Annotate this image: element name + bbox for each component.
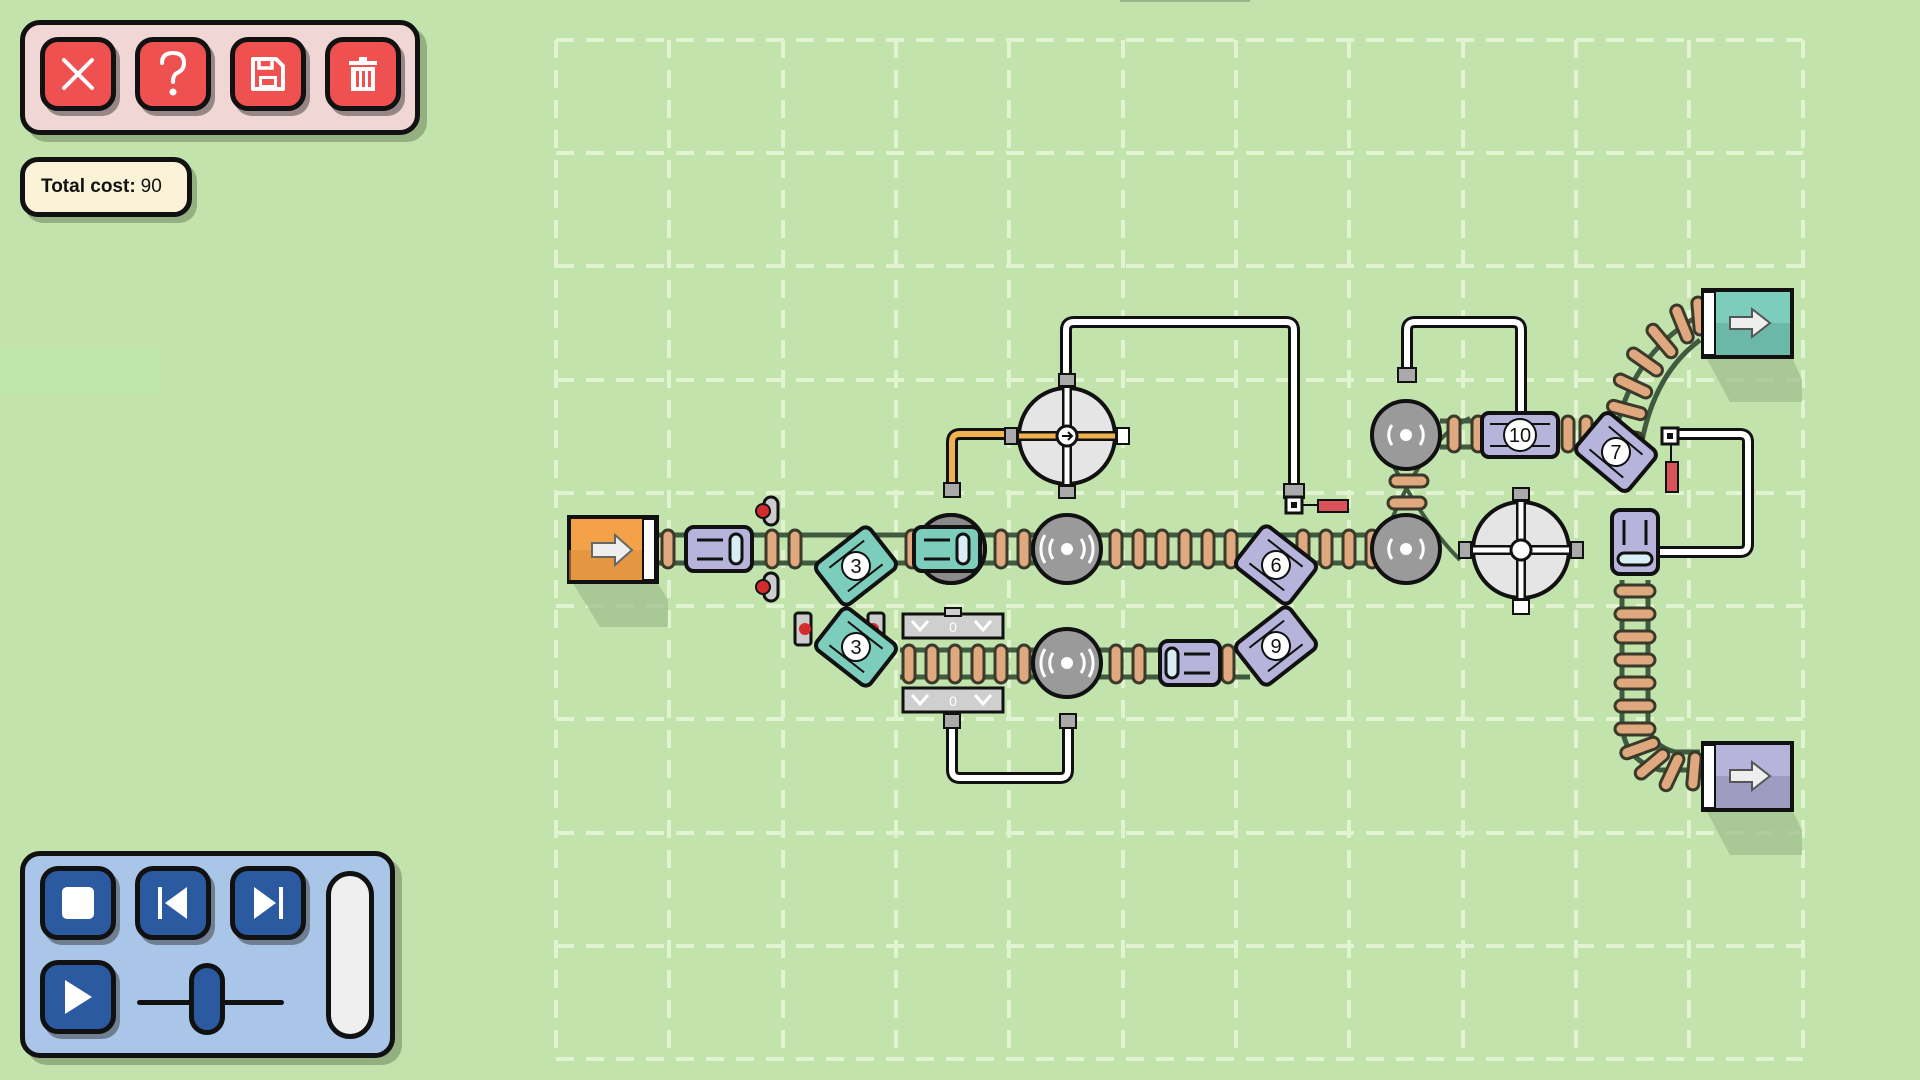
step-back-button[interactable] (135, 866, 211, 940)
train-lavender-3[interactable] (1610, 508, 1660, 576)
grid (554, 38, 1805, 1061)
train-lavender-1[interactable] (684, 525, 754, 573)
sensor (1031, 627, 1103, 699)
switch-3-lower[interactable]: 3 (813, 606, 899, 689)
switch-6[interactable]: 6 (1233, 524, 1319, 607)
save-icon (251, 57, 285, 91)
entrance-station[interactable] (567, 515, 659, 584)
svg-text:10: 10 (1509, 425, 1531, 447)
sensor (1031, 513, 1103, 585)
step-forward-button[interactable] (230, 866, 306, 940)
logic-gate[interactable] (1458, 487, 1584, 615)
pressure-switch[interactable] (1660, 426, 1680, 493)
sensor (1370, 513, 1442, 585)
total-cost-display: Total cost: 90 (20, 157, 192, 217)
sensor (1370, 399, 1442, 471)
svg-text:0: 0 (949, 619, 957, 635)
trash-icon (349, 57, 377, 91)
background-band (0, 348, 160, 394)
counter-bottom[interactable]: 0 (901, 686, 1005, 714)
logic-gate[interactable] (1004, 373, 1130, 499)
exit-station-teal[interactable] (1701, 288, 1794, 359)
arrow-right-icon (1729, 759, 1772, 793)
question-icon (160, 50, 187, 96)
chevron-down-icon (910, 694, 930, 707)
svg-text:3: 3 (850, 637, 861, 659)
arrow-right-icon (1729, 306, 1772, 340)
switch-10[interactable]: 10 (1480, 411, 1560, 459)
arrow-right-icon (1062, 431, 1074, 441)
svg-text:6: 6 (1270, 555, 1281, 577)
speed-slider-thumb[interactable] (189, 963, 225, 1035)
total-cost-value: 90 (140, 176, 162, 197)
exit-station-lavender[interactable] (1701, 741, 1794, 812)
train-teal[interactable] (912, 513, 987, 585)
play-button[interactable] (40, 960, 116, 1034)
step-forward-icon (254, 887, 283, 919)
step-back-icon (158, 887, 187, 919)
close-button[interactable] (40, 37, 116, 111)
pressure-switch[interactable] (1284, 495, 1349, 515)
wire-connectors (943, 367, 1417, 729)
shadows (572, 357, 1802, 855)
arrow-right-icon (591, 532, 634, 568)
help-button[interactable] (135, 37, 211, 111)
switch-3-upper[interactable]: 3 (813, 525, 899, 608)
svg-text:9: 9 (1270, 636, 1281, 658)
train-lavender-2[interactable] (1158, 639, 1222, 687)
delete-button[interactable] (325, 37, 401, 111)
close-icon (62, 58, 94, 90)
play-icon (65, 980, 92, 1014)
chevron-down-icon (973, 694, 993, 707)
chevron-down-icon (910, 620, 930, 633)
svg-text:0: 0 (949, 693, 957, 709)
counter-top[interactable]: 0 (901, 607, 1005, 640)
progress-bar (326, 871, 374, 1039)
svg-text:7: 7 (1610, 442, 1621, 464)
switch-9[interactable]: 9 (1233, 605, 1319, 688)
switch-7[interactable]: 7 (1573, 410, 1659, 494)
chevron-down-icon (973, 620, 993, 633)
stop-icon (62, 887, 94, 919)
svg-text:3: 3 (850, 556, 861, 578)
save-button[interactable] (230, 37, 306, 111)
stop-button[interactable] (40, 866, 116, 940)
total-cost-label: Total cost: (41, 176, 136, 197)
